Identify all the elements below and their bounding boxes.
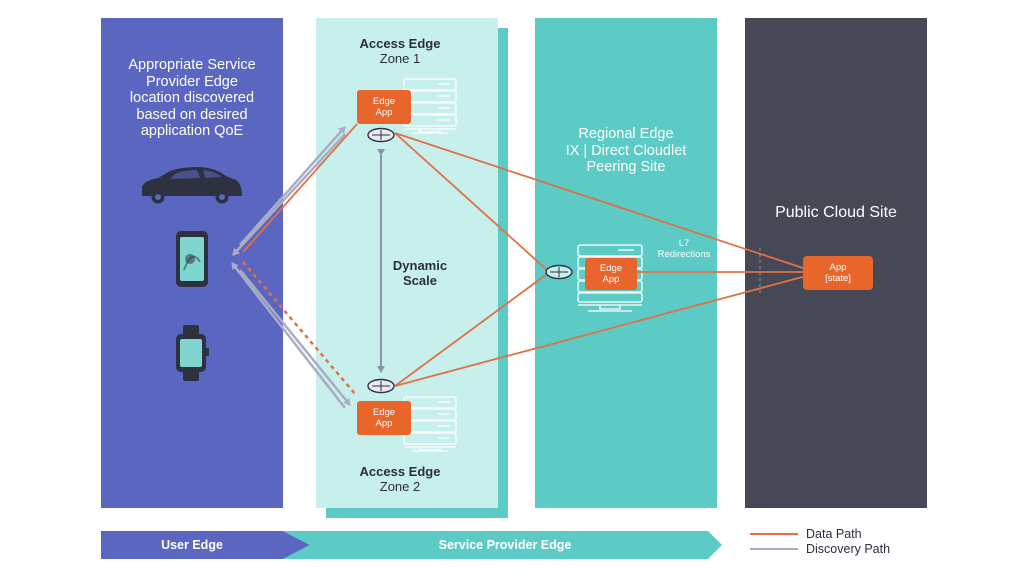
data-path-zone1-regional [394,132,548,271]
discovery-path-from-zone1 [232,133,346,256]
regional-title-line: Regional Edge [578,126,674,142]
banner-user-edge-label: User Edge [161,538,223,552]
data-paths [242,123,807,396]
discovery-path-to-zone1 [239,126,346,246]
discovery-paths [231,126,385,409]
edge-app-label: App [375,107,393,118]
edge-app-label: App [375,418,393,429]
cloud-app-state: App [state] [803,256,873,290]
data-path-device-zone1 [242,123,358,253]
router-icon-zone1 [367,127,395,143]
public-cloud-title: Public Cloud Site [775,204,897,221]
user-edge-title: Appropriate Service Provider Edge locati… [101,57,283,140]
user-edge-title-line: location discovered [129,90,255,106]
data-path-device-zone2 [242,261,357,396]
smartwatch-icon [176,325,209,381]
dynamic-scale-label: Dynamic Scale [370,258,470,288]
regional-edge-title: Regional Edge IX | Direct Cloudlet Peeri… [535,126,717,176]
legend-data-path-label: Data Path [806,527,862,541]
banner-service-provider-label: Service Provider Edge [438,538,572,552]
dynamic-scale-line: Dynamic [392,258,448,273]
legend-discovery-path-label: Discovery Path [806,542,891,556]
user-edge-title-line: based on desired [136,106,248,123]
zone1-title: Access Edge [359,36,441,51]
data-path-zone1-cloud [394,132,807,270]
zone2-subtitle: Zone 2 [379,479,421,494]
data-path-zone2-cloud [394,275,807,387]
discovery-path-to-zone2 [239,269,351,406]
edge-app-label: App [602,274,620,285]
user-edge-title-line: application QoE [140,123,244,139]
user-edge-title-line: Provider Edge [146,73,238,90]
regional-title-line: IX | Direct Cloudlet [565,142,687,159]
edge-app-zone1: Edge App [357,90,411,124]
l7-line: L7 [678,238,690,249]
zone1-subtitle: Zone 1 [379,51,421,66]
regional-title-line: Peering Site [586,159,666,175]
edge-app-label: Edge [372,407,396,418]
banner-user-edge [101,531,310,559]
router-icon-zone2 [367,378,395,394]
edge-app-label: Edge [599,263,623,274]
edge-app-label: Edge [372,96,396,107]
discovery-path-from-zone2 [231,262,346,409]
edge-app-regional: Edge App [585,258,637,290]
server-stack-zone1 [403,78,457,134]
server-stack-zone2 [403,396,457,452]
data-path-zone2-regional [394,273,548,387]
l7-line: Redirections [657,249,711,260]
router-icon-regional [545,264,573,280]
smartphone-icon [176,231,208,287]
banner-service-provider-edge [283,531,722,559]
cloud-app-label: App [829,262,847,273]
zone2-title: Access Edge [359,464,441,479]
dynamic-scale-line: Scale [403,273,437,288]
cloud-app-label: [state] [825,273,851,284]
car-icon [142,167,242,204]
user-edge-title-line: Appropriate Service [128,57,256,73]
l7-redirections-label: L7 Redirections [646,238,722,260]
edge-app-zone2: Edge App [357,401,411,435]
